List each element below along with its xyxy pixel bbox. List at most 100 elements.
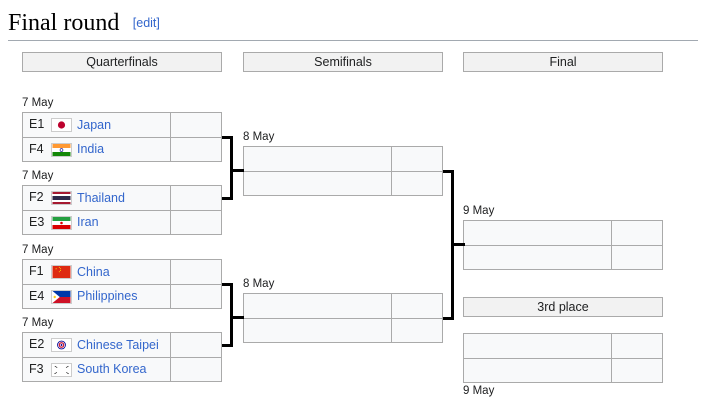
score-cell <box>171 333 221 357</box>
match-sf2 <box>243 293 443 343</box>
page-title-text: Final round <box>8 10 120 36</box>
score-cell <box>612 246 662 269</box>
date-label-qf4: 7 May <box>22 317 54 329</box>
match-row <box>464 358 662 382</box>
match-row <box>244 318 442 342</box>
team-name-link[interactable]: India <box>77 142 105 156</box>
team-cell <box>244 147 392 171</box>
score-cell <box>612 359 662 382</box>
team-cell: India <box>51 138 171 161</box>
match-row: E2 Chinese Taipei <box>23 333 221 357</box>
match-row: F3 South Korea <box>23 357 221 381</box>
match-row: E4 Philippines <box>23 284 221 308</box>
score-cell <box>392 147 442 171</box>
seed-code: F3 <box>29 362 44 376</box>
score-cell <box>612 221 662 245</box>
seed-code: E1 <box>29 117 45 131</box>
team-cell <box>464 334 612 358</box>
heading-divider <box>8 40 698 41</box>
page-title: Final round [edit] <box>8 10 698 42</box>
team-cell <box>244 294 392 318</box>
bracket-connector-qf4-horizontal <box>222 344 233 347</box>
round-header-final: Final <box>463 52 663 72</box>
team-name-link[interactable]: Philippines <box>77 289 138 303</box>
match-sf1 <box>243 146 443 196</box>
team-cell: Chinese Taipei <box>51 333 171 357</box>
date-label-sf2: 8 May <box>243 278 275 290</box>
flag-philippines-icon <box>51 289 72 304</box>
score-cell <box>171 260 221 284</box>
score-cell <box>392 294 442 318</box>
match-qf2: F2 Thailand E3 Iran <box>22 185 222 235</box>
team-cell: Thailand <box>51 186 171 210</box>
match-qf3: F1 China E4 Philippines <box>22 259 222 309</box>
score-cell <box>171 186 221 210</box>
date-label-qf3: 7 May <box>22 244 54 256</box>
flag-thailand-icon <box>51 191 72 205</box>
match-row: F2 Thailand <box>23 186 221 210</box>
bracket-connector-sf1-input <box>230 169 244 172</box>
match-row <box>464 245 662 269</box>
round-header-semifinals: Semifinals <box>243 52 443 72</box>
team-cell: South Korea <box>51 358 171 381</box>
match-row: F4 India <box>23 137 221 161</box>
seed-code: F4 <box>29 142 44 156</box>
team-name-link[interactable]: Thailand <box>77 190 125 205</box>
team-cell <box>464 246 612 269</box>
score-cell <box>392 319 442 342</box>
flag-china-icon <box>51 265 72 279</box>
team-name-link[interactable]: Chinese Taipei <box>77 337 159 352</box>
bracket-connector-sf1-output <box>443 170 454 173</box>
score-cell <box>171 138 221 161</box>
bracket-connector-qf3-horizontal <box>222 283 233 286</box>
match-qf4: E2 Chinese Taipei F3 South Korea <box>22 332 222 382</box>
score-cell <box>612 334 662 358</box>
bracket-connector-qf2-horizontal <box>222 197 233 200</box>
match-row: E1 Japan <box>23 113 221 137</box>
match-row <box>244 147 442 171</box>
score-cell <box>171 113 221 137</box>
third-place-header: 3rd place <box>463 297 663 317</box>
seed-code: E4 <box>29 289 45 303</box>
match-row <box>464 221 662 245</box>
team-cell <box>464 221 612 245</box>
round-header-quarterfinals: Quarterfinals <box>22 52 222 72</box>
date-label-qf1: 7 May <box>22 97 54 109</box>
team-cell <box>464 359 612 382</box>
date-label-qf2: 7 May <box>22 170 54 182</box>
team-cell: China <box>51 260 171 284</box>
team-name-link[interactable]: Iran <box>77 215 99 229</box>
seed-code: F1 <box>29 264 44 278</box>
team-name-link[interactable]: China <box>77 264 110 279</box>
team-name-link[interactable]: South Korea <box>77 362 147 376</box>
bracket-connector-sf2-input <box>230 316 244 319</box>
match-row <box>244 171 442 195</box>
seed-code: E2 <box>29 337 45 351</box>
match-third-place <box>463 333 663 383</box>
match-row <box>464 334 662 358</box>
flag-chinese-taipei-icon <box>51 338 72 352</box>
score-cell <box>171 211 221 234</box>
bracket-connector-qf1-horizontal <box>222 136 233 139</box>
team-name-link[interactable]: Japan <box>77 117 112 132</box>
match-row: E3 Iran <box>23 210 221 234</box>
match-row: F1 China <box>23 260 221 284</box>
team-cell: Japan <box>51 113 171 137</box>
score-cell <box>392 172 442 195</box>
edit-section-link[interactable]: [edit] <box>132 16 160 30</box>
team-cell <box>244 172 392 195</box>
team-cell: Iran <box>51 211 171 234</box>
date-label-sf1: 8 May <box>243 131 275 143</box>
bracket-connector-qf34-vertical <box>230 283 233 347</box>
match-qf1: E1 Japan F4 India <box>22 112 222 162</box>
team-cell: Philippines <box>51 285 171 308</box>
bracket-connector-final-input <box>451 243 465 246</box>
flag-japan-icon <box>51 118 72 132</box>
date-label-final: 9 May <box>463 205 495 217</box>
bracket-connector-sf2-output <box>443 317 454 320</box>
bracket-connector-qf12-vertical <box>230 136 233 200</box>
match-row <box>244 294 442 318</box>
flag-india-icon <box>51 142 72 157</box>
seed-code: F2 <box>29 190 44 204</box>
flag-south-korea-icon <box>51 362 72 377</box>
